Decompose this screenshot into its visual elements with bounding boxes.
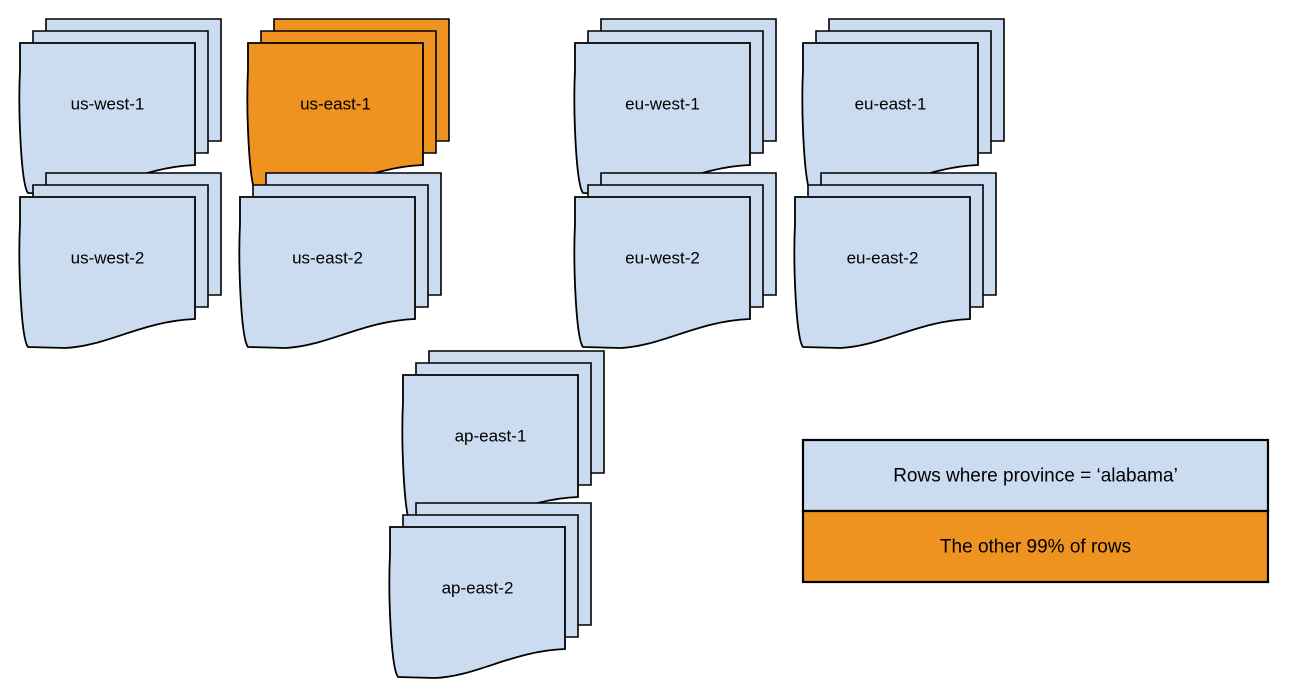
shard-label-eu-east-2: eu-east-2 [847, 248, 919, 267]
shard-sheet-front [573, 42, 751, 195]
shard-label-ap-east-2: ap-east-2 [442, 578, 514, 597]
legend-swatch [801, 509, 1270, 584]
shard-label-us-east-2: us-east-2 [292, 248, 363, 267]
shard-sheet-front [573, 196, 751, 349]
legend-label: The other 99% of rows [940, 537, 1131, 558]
shard-sheet-front [388, 526, 566, 679]
shard-stack-ap-east-2[interactable]: ap-east-2 [388, 502, 592, 679]
legend-row-alabama: Rows where province = ‘alabama’ [801, 438, 1270, 513]
shard-stack-eu-west-1[interactable]: eu-west-1 [573, 18, 777, 195]
shard-sheet-front [793, 196, 971, 349]
shard-label-eu-west-1: eu-west-1 [625, 94, 700, 113]
shard-label-eu-east-1: eu-east-1 [855, 94, 927, 113]
shard-label-us-east-1: us-east-1 [300, 94, 371, 113]
shard-sheet-front [18, 196, 196, 349]
shard-sheet-front [238, 196, 416, 349]
shard-sheet-front [18, 42, 196, 195]
shard-stack-eu-east-2[interactable]: eu-east-2 [793, 172, 997, 349]
shard-stack-eu-west-2[interactable]: eu-west-2 [573, 172, 777, 349]
shard-sheet-front [246, 42, 424, 195]
shard-stack-us-west-2[interactable]: us-west-2 [18, 172, 222, 349]
shard-sheet-front [801, 42, 979, 195]
legend-row-other: The other 99% of rows [801, 509, 1270, 584]
shard-label-eu-west-2: eu-west-2 [625, 248, 700, 267]
shard-label-ap-east-1: ap-east-1 [455, 426, 527, 445]
legend: Rows where province = ‘alabama’ The other… [801, 438, 1270, 584]
shard-stack-layer: us-west-1 us-east-1 eu-west-1 eu-east-1 us-w… [18, 18, 1005, 679]
shard-stack-ap-east-1[interactable]: ap-east-1 [401, 350, 605, 527]
shard-stack-us-east-1[interactable]: us-east-1 [246, 18, 450, 195]
shard-stack-eu-east-1[interactable]: eu-east-1 [801, 18, 1005, 195]
shard-stack-us-west-1[interactable]: us-west-1 [18, 18, 222, 195]
shard-label-us-west-1: us-west-1 [71, 94, 145, 113]
shard-label-us-west-2: us-west-2 [71, 248, 145, 267]
legend-label: Rows where province = ‘alabama’ [893, 466, 1178, 487]
legend-swatch [801, 438, 1270, 513]
shard-stack-us-east-2[interactable]: us-east-2 [238, 172, 442, 349]
